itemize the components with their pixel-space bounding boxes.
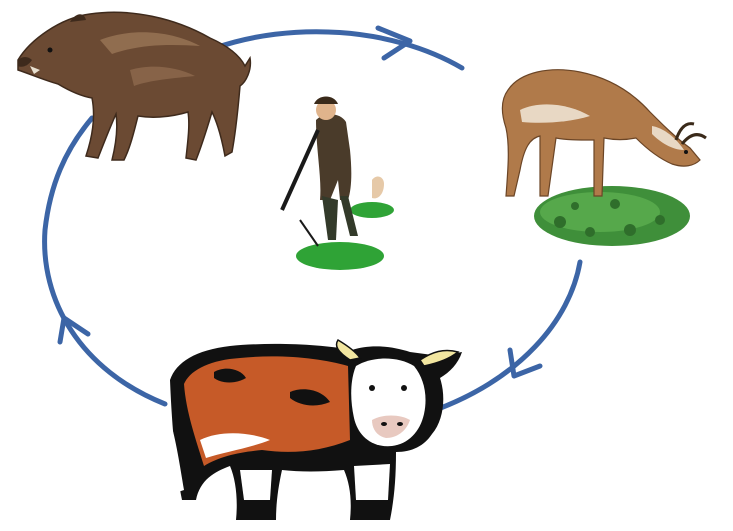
- arrow-boar-to-antelope: [215, 32, 462, 68]
- arrow-bull-to-boar: [45, 118, 165, 404]
- hereford-bull-icon: [169, 340, 462, 520]
- wild-boar-icon: [18, 12, 250, 160]
- arrow-antelope-to-bull: [430, 262, 580, 412]
- hunter-with-rifle-icon: [282, 97, 394, 271]
- grazing-antelope-icon: [502, 70, 706, 246]
